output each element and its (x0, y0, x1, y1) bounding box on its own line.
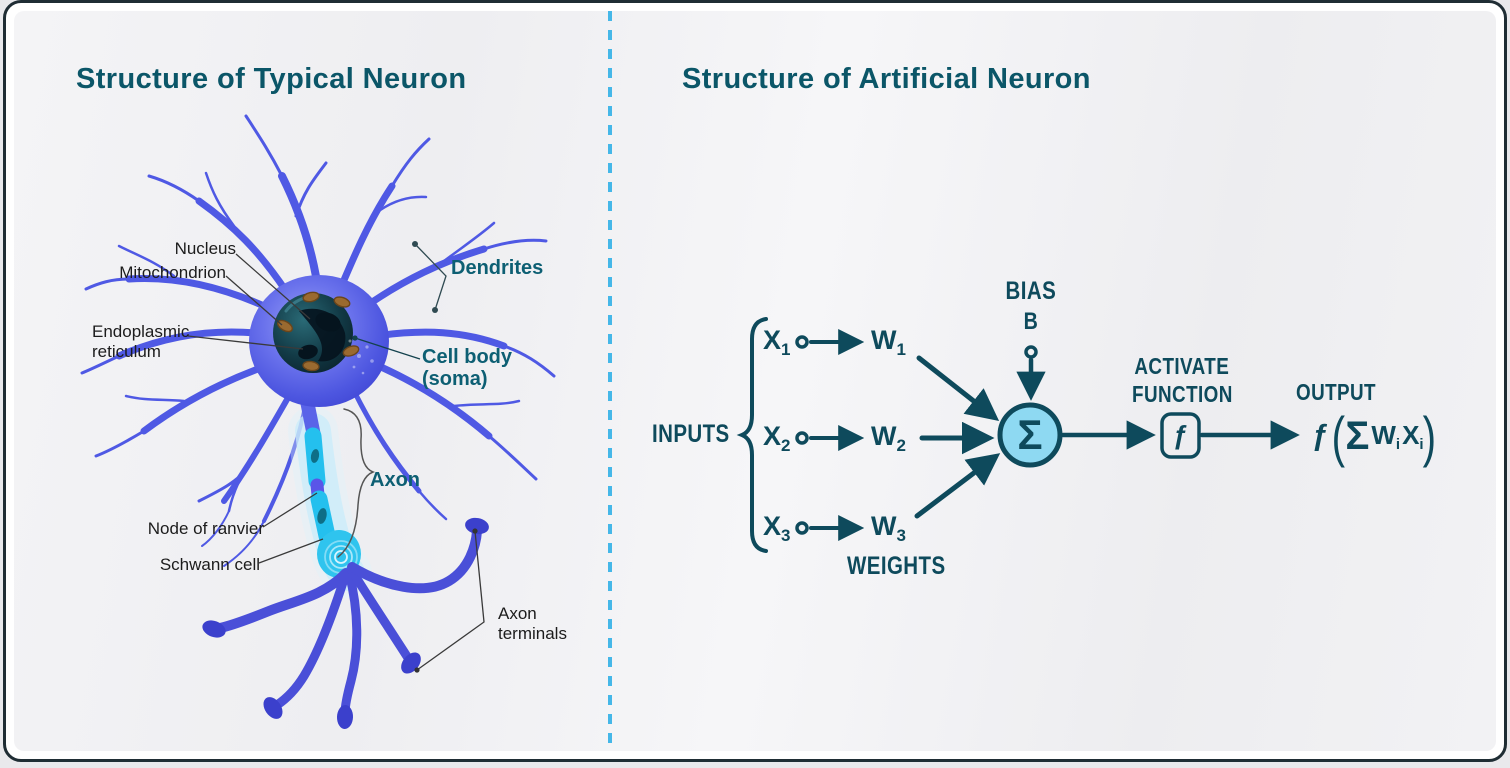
mitochondrion-label: Mitochondrion (119, 263, 226, 282)
node-of-ranvier-label: Node of ranvier (147, 519, 264, 538)
axon-label: Axon (370, 469, 420, 491)
activation-symbol: ƒ (1172, 420, 1189, 450)
infographic-card: Structure of Typical Neuron (3, 0, 1507, 762)
cell-body-label: Cell body (soma) (422, 346, 513, 390)
nucleus-label: Nucleus (174, 239, 236, 258)
nucleolus-blobs (298, 308, 346, 362)
endoplasmic-reticulum-label: Endoplasmic reticulum (92, 322, 190, 362)
cell-body-connector (354, 337, 421, 360)
output-formula: ƒ ( Σ Wi Xi ) (1312, 404, 1436, 468)
nucleus-shape (273, 293, 353, 373)
myelin-inclusions (310, 449, 327, 524)
axon-brace (337, 408, 376, 558)
schwann-cell-bulge (317, 530, 361, 578)
node-of-ranvier-gap (310, 478, 325, 502)
soma-texture-dots (348, 339, 374, 375)
left-panel-title: Structure of Typical Neuron (76, 63, 467, 95)
x1-node-circle (795, 335, 809, 349)
bias-label: BIAS (1005, 277, 1057, 305)
weight-w1: W1 (871, 325, 906, 359)
x3-node-circle (795, 521, 809, 535)
output-label: OUTPUT (1296, 379, 1377, 405)
content-area: Structure of Typical Neuron (14, 11, 1496, 751)
input-x2: X2 (763, 421, 791, 455)
formula-x: Xi (1402, 419, 1424, 453)
nucleus-highlight (284, 295, 310, 313)
dendrites-connector (414, 243, 447, 311)
input-x1: X1 (763, 325, 791, 359)
formula-w: Wi (1371, 419, 1401, 453)
schwann-cell-rings (324, 540, 358, 574)
axon-terminal-endings (202, 517, 489, 729)
sum-symbol: Σ (1017, 411, 1043, 458)
bias-node-circle (1024, 345, 1038, 359)
panel-divider (608, 11, 612, 751)
weights-label: WEIGHTS (847, 552, 946, 580)
weight-w3: W3 (871, 511, 906, 545)
schwann-cell-label: Schwann cell (159, 555, 260, 574)
axon-terminals-label: Axon terminals (498, 604, 567, 644)
formula-close-paren: ) (1422, 404, 1436, 468)
label-connectors (187, 253, 485, 671)
formula-f: ƒ (1312, 419, 1329, 452)
arrow-w3-sum (914, 453, 1001, 519)
x2-node-circle (795, 431, 809, 445)
activate-function-label: ACTIVATE FUNCTION (1131, 353, 1233, 408)
right-panel-title: Structure of Artificial Neuron (682, 63, 1091, 95)
bias-symbol: B (1023, 308, 1039, 335)
connector-dots (352, 241, 478, 673)
formula-sigma: Σ (1345, 413, 1370, 458)
cell-body-soma (249, 275, 389, 407)
inputs-label: INPUTS (652, 420, 730, 448)
weight-w2: W2 (871, 421, 906, 455)
dendrites-label: Dendrites (451, 257, 544, 279)
axon-shaft (288, 394, 372, 598)
formula-open-paren: ( (1331, 404, 1345, 468)
input-x3: X3 (763, 511, 791, 545)
mitochondria (277, 291, 360, 372)
arrow-w1-sum (916, 355, 1000, 422)
